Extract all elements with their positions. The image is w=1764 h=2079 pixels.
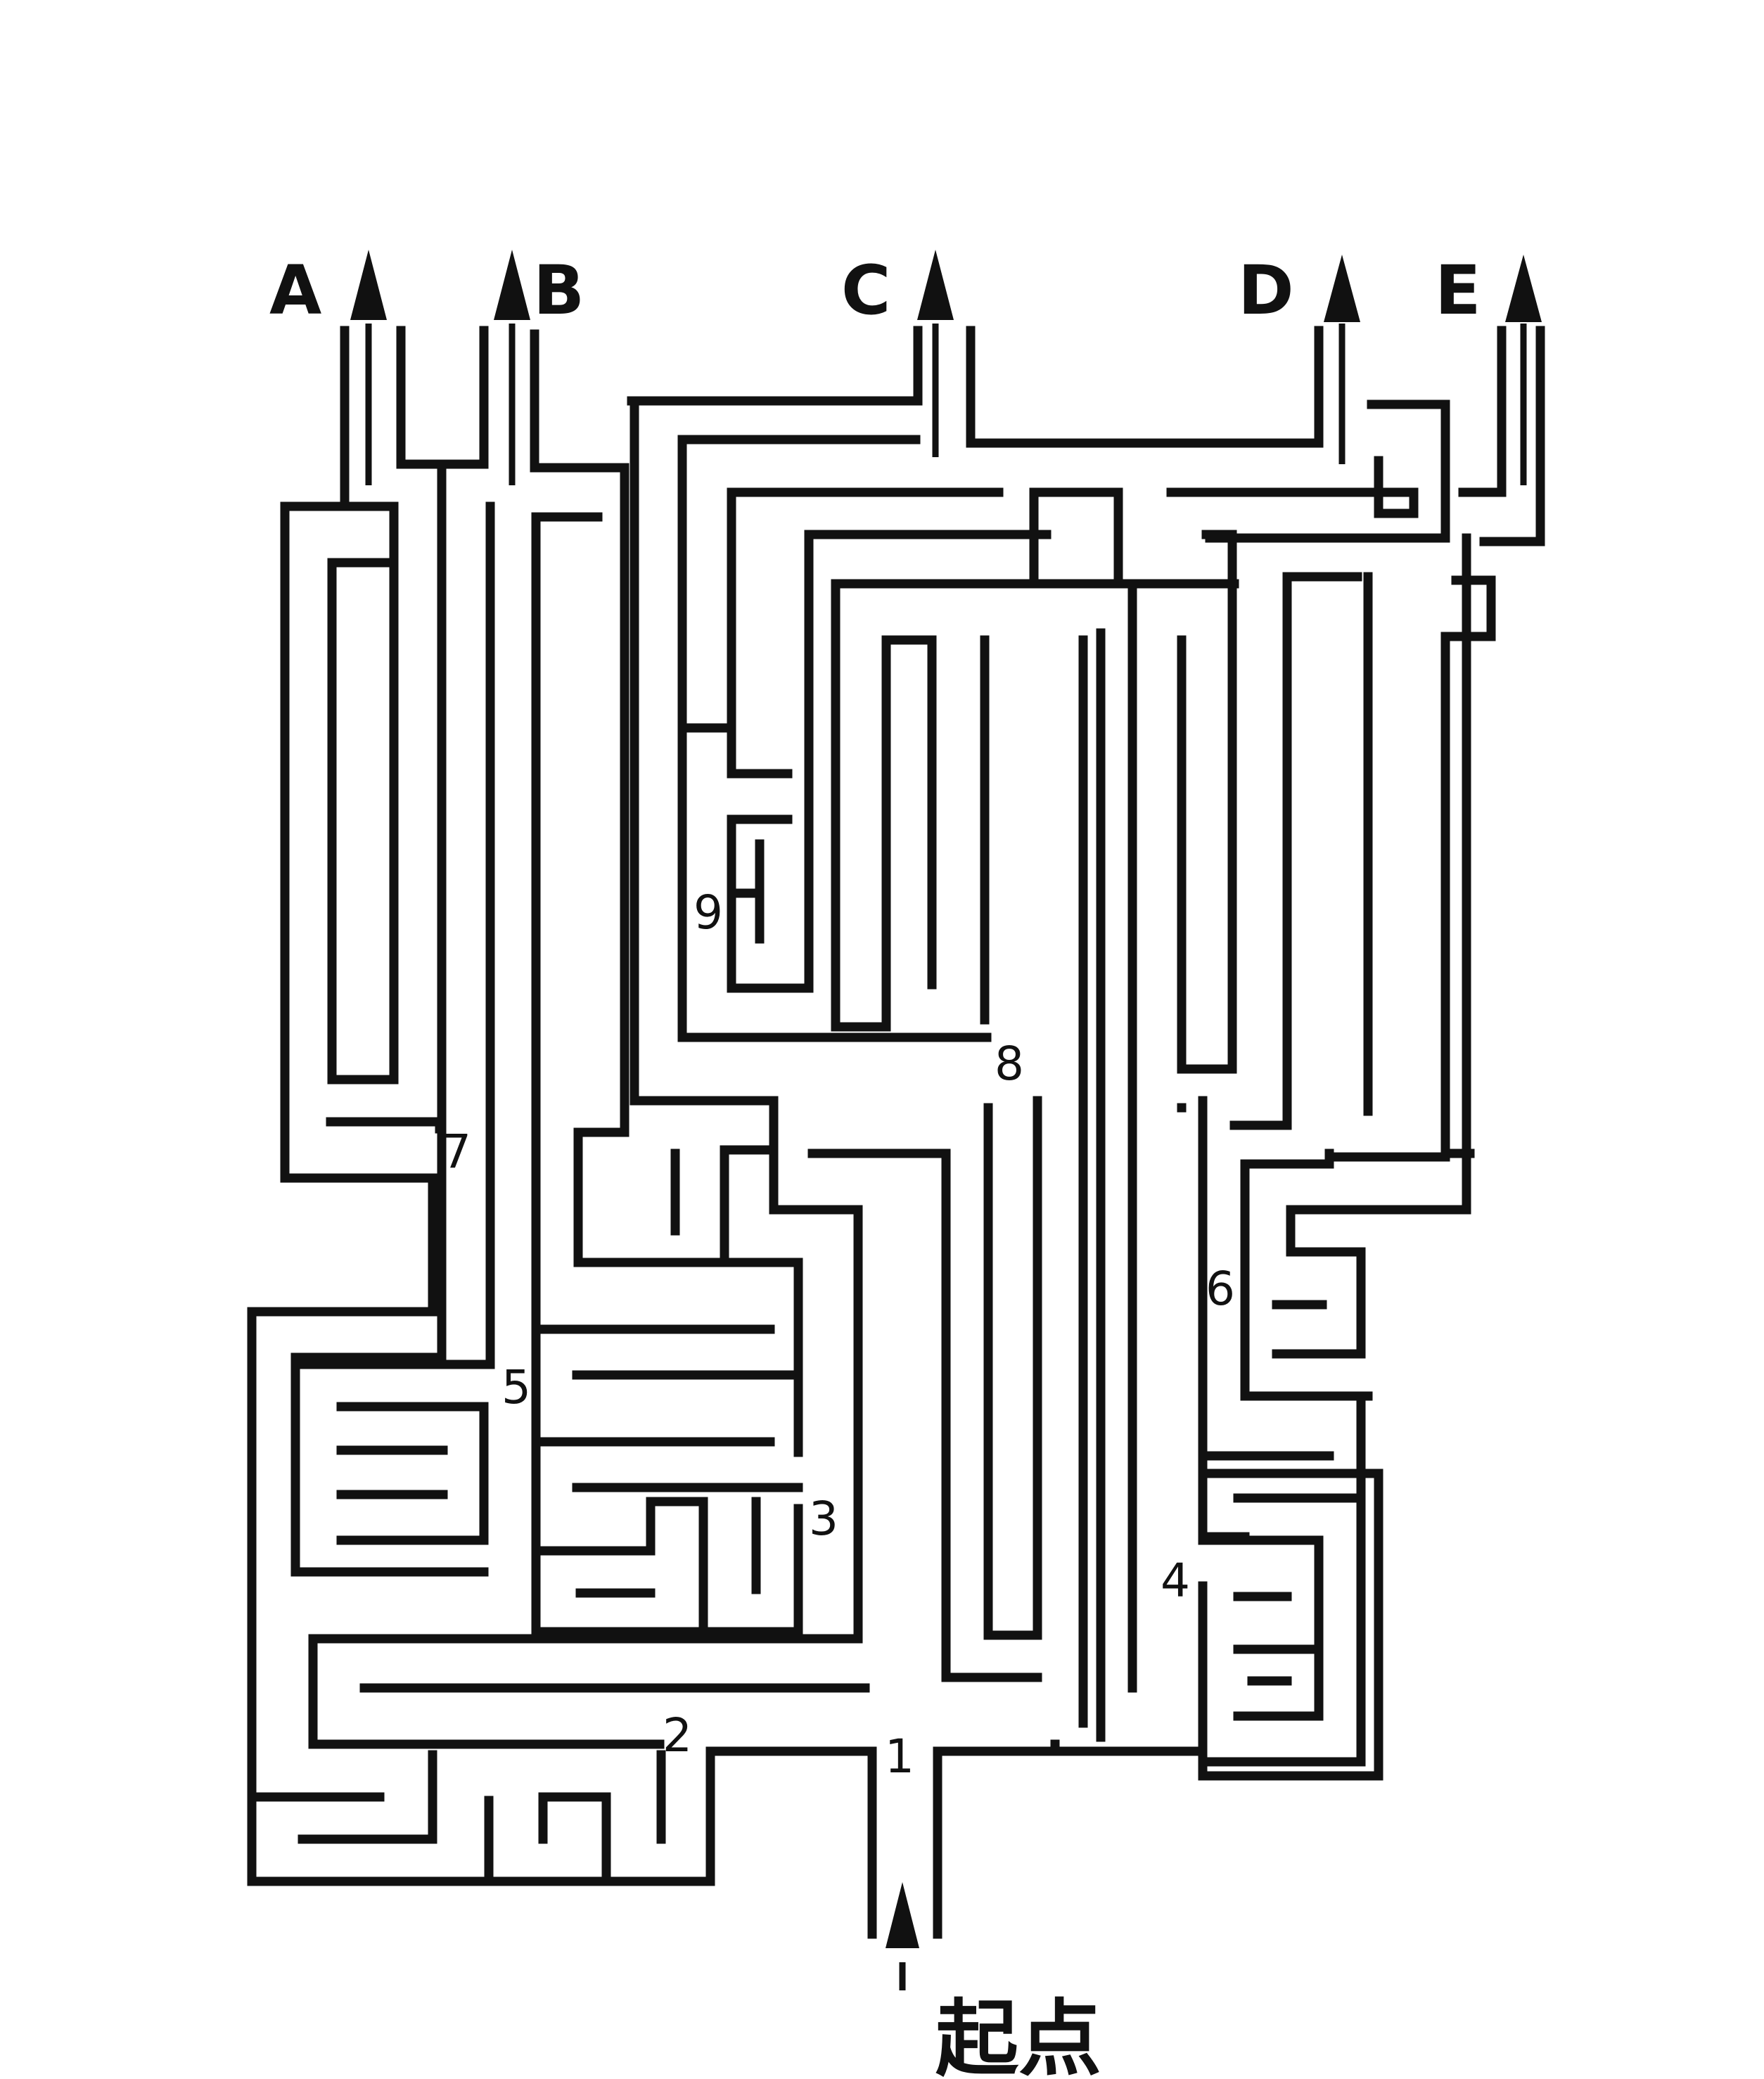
exit-arrow-c: [917, 250, 954, 457]
node-label-2: 2: [663, 1708, 692, 1763]
exit-label-d: D: [1238, 251, 1294, 330]
node-label-3: 3: [809, 1492, 838, 1546]
exit-label-e: E: [1435, 251, 1481, 330]
exit-arrow-d: [1324, 255, 1360, 464]
node-label-1: 1: [885, 1729, 914, 1784]
node-label-6: 6: [1206, 1262, 1235, 1316]
exit-label-a: A: [269, 251, 321, 330]
exit-arrow-b: [494, 250, 530, 485]
node-label-8: 8: [995, 1037, 1024, 1091]
exit-arrow-e: [1505, 255, 1542, 485]
start-arrow: [886, 1882, 919, 1990]
maze-walls: [247, 326, 1545, 1939]
node-label-5: 5: [501, 1360, 531, 1414]
exit-arrow-a: [350, 250, 387, 485]
node-label-4: 4: [1161, 1554, 1190, 1608]
node-label-7: 7: [442, 1125, 471, 1179]
exit-label-b: B: [533, 251, 584, 330]
start-label: 起点: [935, 1990, 1101, 2079]
exit-label-c: C: [841, 251, 890, 330]
node-label-9: 9: [694, 885, 723, 940]
